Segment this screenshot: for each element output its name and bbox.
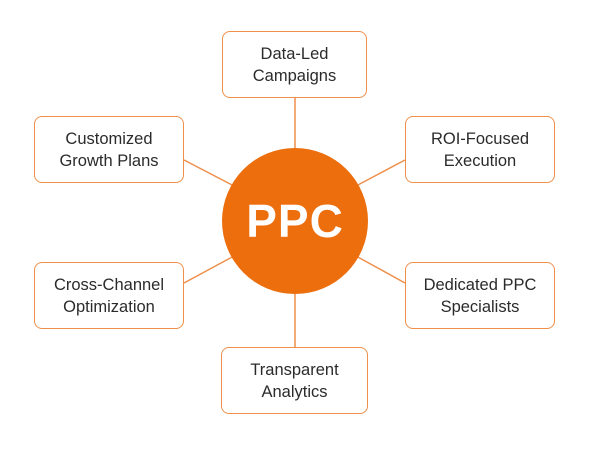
node-label: Transparent Analytics bbox=[250, 360, 339, 401]
node-dedicated-ppc-specialists: Dedicated PPC Specialists bbox=[405, 262, 555, 329]
node-label: Cross-Channel Optimization bbox=[53, 275, 165, 316]
node-label: Data-Led Campaigns bbox=[252, 44, 337, 85]
node-transparent-analytics: Transparent Analytics bbox=[221, 347, 368, 414]
node-label: ROI-Focused Execution bbox=[430, 129, 530, 170]
node-label: Customized Growth Plans bbox=[59, 129, 159, 170]
connector-bottom-left bbox=[183, 255, 235, 284]
connector-top-left bbox=[183, 159, 235, 187]
connector-bottom-right bbox=[355, 255, 406, 284]
center-hub-label: PPC bbox=[246, 195, 344, 247]
node-customized-growth-plans: Customized Growth Plans bbox=[34, 116, 184, 183]
connector-top-right bbox=[355, 159, 406, 187]
node-data-led-campaigns: Data-Led Campaigns bbox=[222, 31, 367, 98]
node-roi-focused-execution: ROI-Focused Execution bbox=[405, 116, 555, 183]
center-hub: PPC bbox=[222, 148, 368, 294]
node-label: Dedicated PPC Specialists bbox=[423, 275, 537, 316]
node-cross-channel-optimization: Cross-Channel Optimization bbox=[34, 262, 184, 329]
